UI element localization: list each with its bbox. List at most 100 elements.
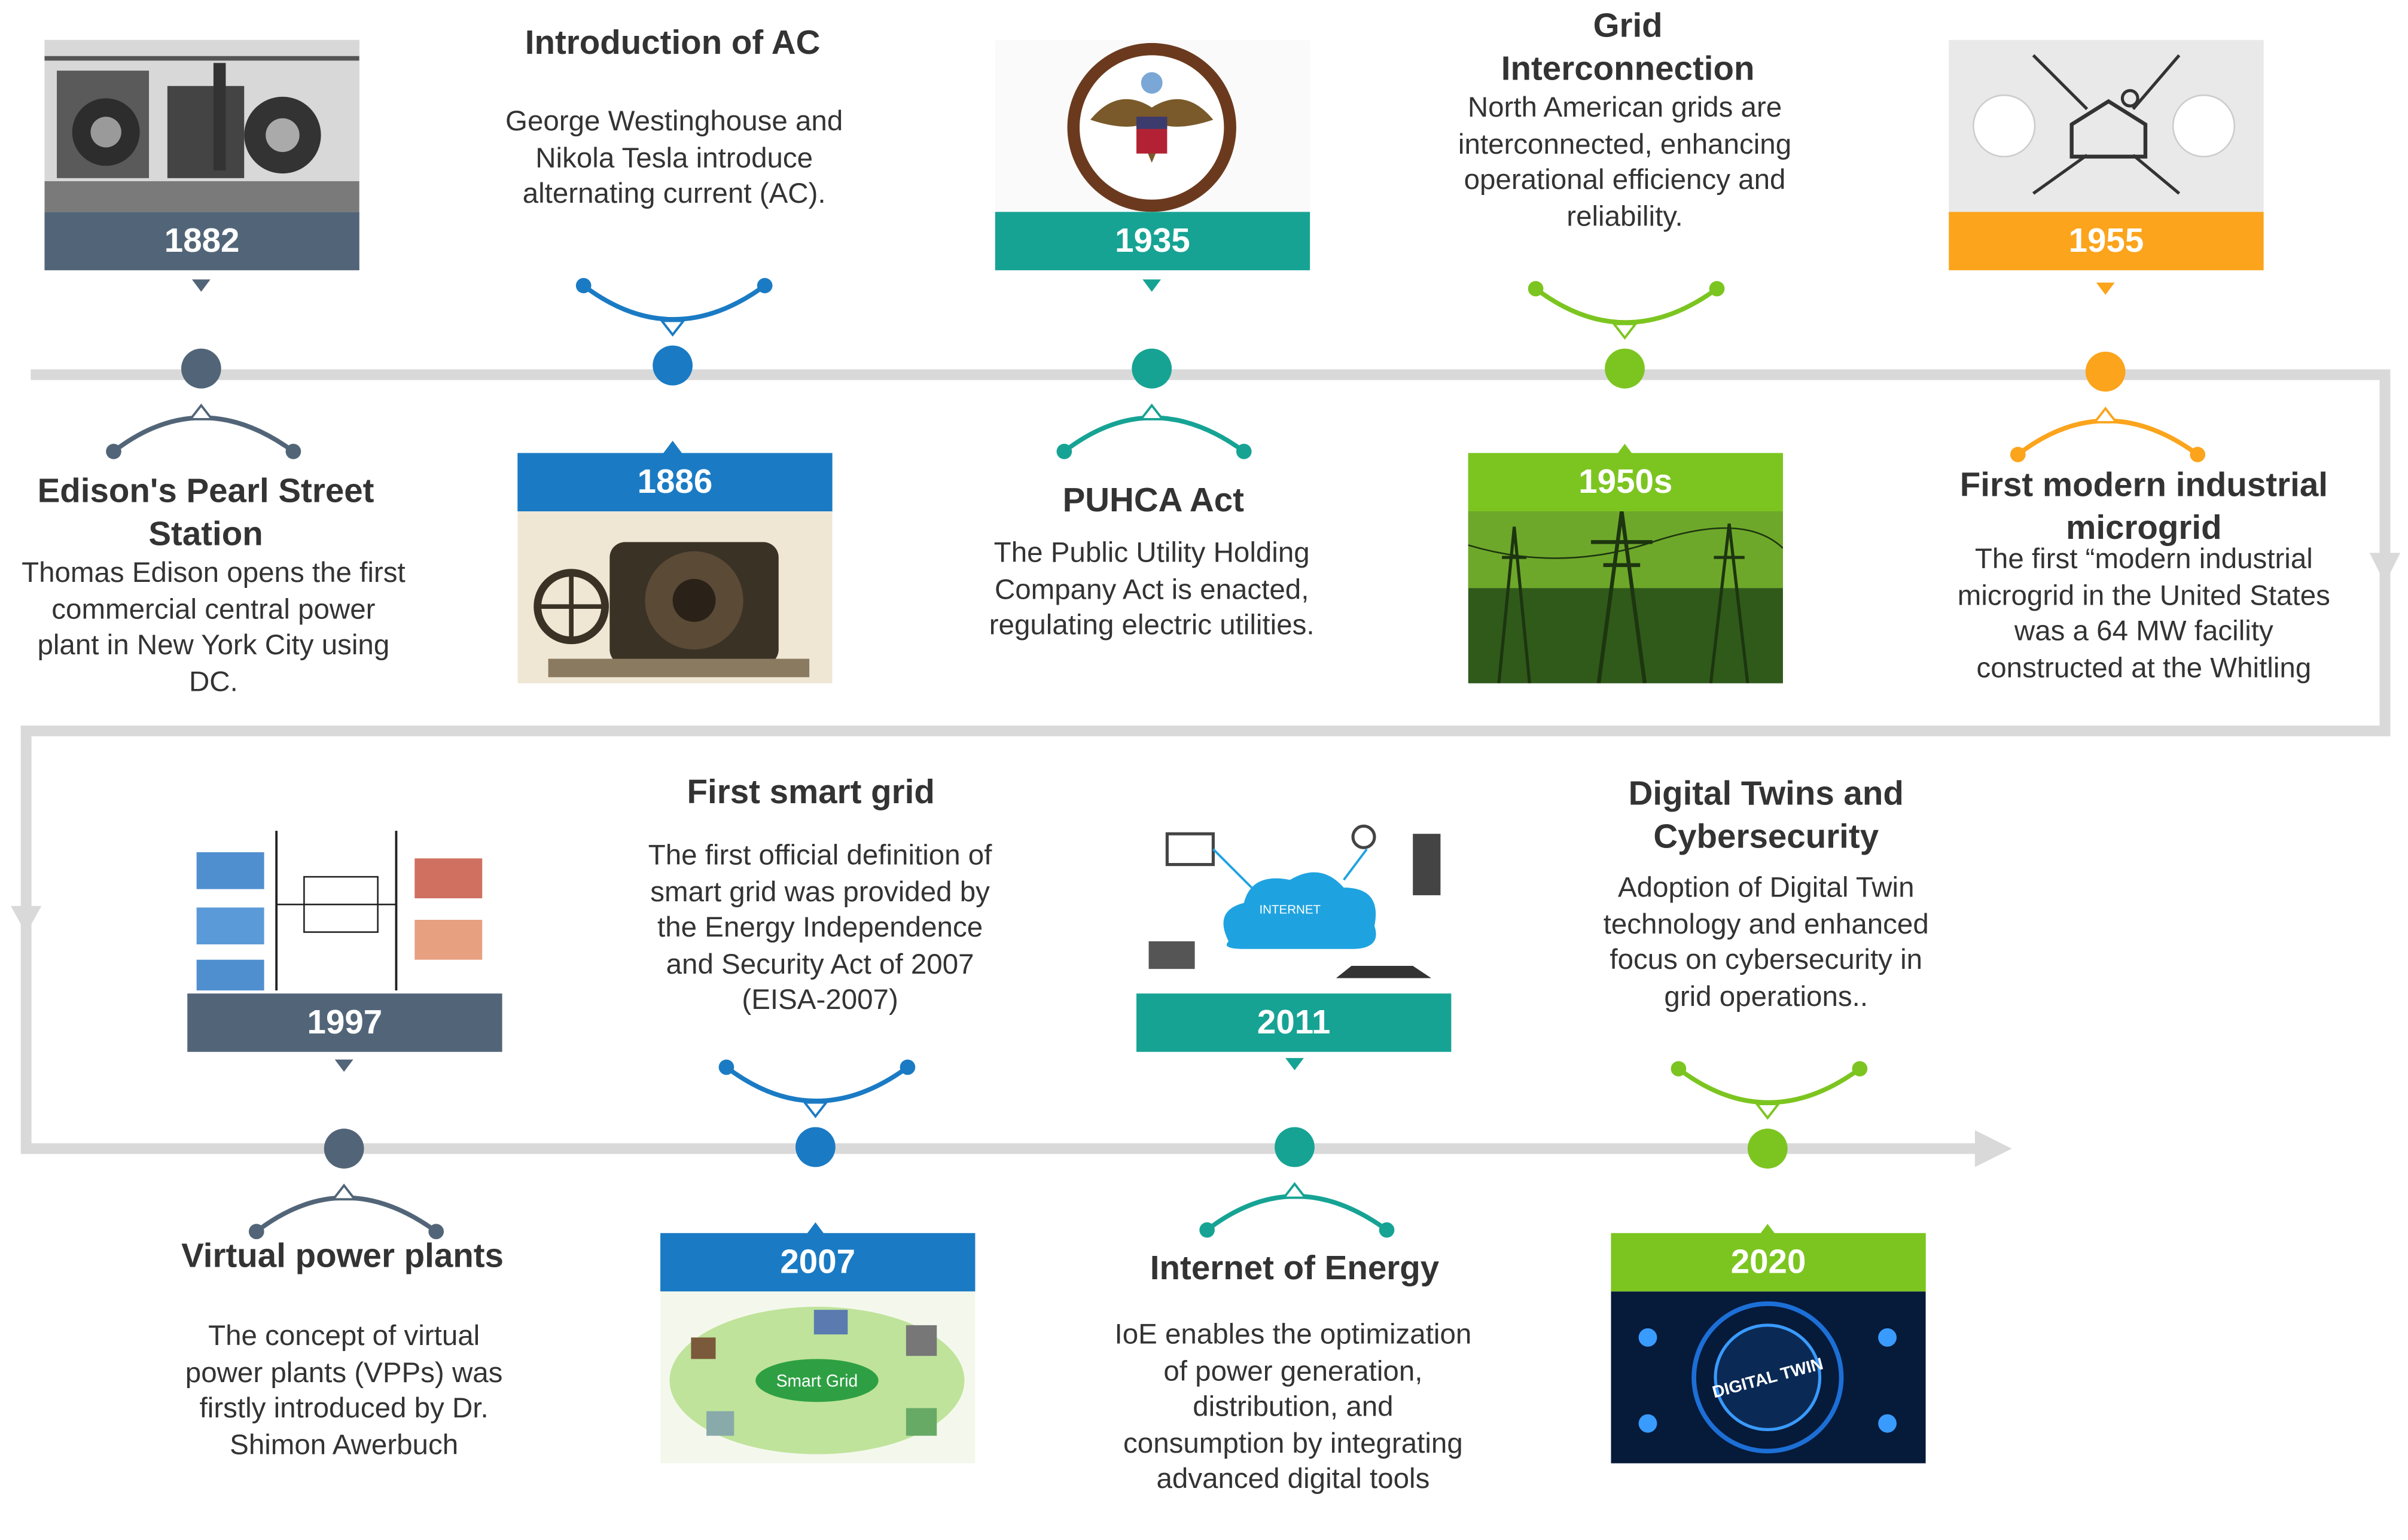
ac-generator-engraving-image (517, 511, 833, 684)
arc-notch (1611, 322, 1638, 340)
us-seal-image (995, 39, 1310, 212)
event-title: First smart grid (687, 772, 935, 811)
microgrid-icons-image (1949, 39, 2264, 212)
arc-notch (802, 1101, 829, 1118)
arc-notch (659, 319, 686, 337)
event-description: The concept of virtual power plants (VPP… (185, 1319, 503, 1460)
event-description: IoE enables the optimization of power ge… (1114, 1318, 1472, 1495)
event-description: North American grids are interconnected,… (1458, 90, 1792, 231)
vpp-diagram-image (187, 818, 502, 994)
card-2020: 2020 DIGITAL TWIN (1611, 1233, 1926, 1463)
card-1882: 1882 (44, 39, 359, 270)
timeline-dot (653, 345, 693, 386)
track-arrow-down-left (10, 905, 42, 934)
track-arrow-end (1974, 1130, 2012, 1167)
card-pointer (1285, 1058, 1304, 1071)
event-title: Grid Interconnection (1501, 6, 1755, 88)
card-pointer (334, 1059, 353, 1072)
event-title: Introduction of AC (525, 23, 821, 62)
connector-arc (255, 1196, 438, 1234)
timeline-dot (181, 348, 221, 389)
arc-endpoint (718, 1059, 734, 1075)
card-1950s: 1950s (1468, 453, 1783, 684)
arc-endpoint (900, 1059, 916, 1075)
card-1955: 1955 (1949, 39, 2264, 270)
card-pointer (1616, 444, 1634, 456)
connector-arc (1534, 286, 1718, 325)
card-pointer (2096, 282, 2115, 295)
year-badge: 2007 (660, 1233, 976, 1292)
connector-arc (582, 283, 766, 322)
timeline-dot (1747, 1129, 1788, 1169)
arc-notch (1281, 1182, 1308, 1199)
timeline-dot (324, 1129, 364, 1169)
card-1935: 1935 (995, 39, 1310, 270)
arc-endpoint (1379, 1222, 1395, 1238)
track-arrow-down-right (2369, 553, 2401, 584)
event-title: First modern industrial microgrid (1959, 465, 2328, 547)
timeline-dot (1132, 348, 1172, 389)
event-description: The Public Utility Holding Company Act i… (989, 536, 1315, 641)
event-description: Thomas Edison opens the first commercial… (22, 556, 406, 697)
smart-grid-label: Smart Grid (776, 1371, 858, 1390)
event-title: Virtual power plants (181, 1236, 504, 1275)
card-pointer (1142, 279, 1162, 292)
arc-notch (188, 403, 215, 420)
year-badge: 1882 (44, 212, 359, 270)
arc-endpoint (1199, 1222, 1215, 1238)
year-badge: 2011 (1136, 993, 1452, 1052)
timeline-dot (2085, 351, 2126, 392)
arc-endpoint (1709, 280, 1725, 297)
connector-arc (1062, 415, 1246, 453)
connector-arc (1677, 1066, 1861, 1105)
arc-endpoint (1236, 444, 1252, 459)
internet-of-energy-image: INTERNET (1136, 818, 1452, 994)
card-1997: 1997 (187, 818, 502, 1052)
arc-endpoint (1852, 1061, 1868, 1077)
card-pointer (191, 279, 211, 292)
smart-grid-image: Smart Grid (660, 1291, 976, 1463)
digital-twin-image: DIGITAL TWIN (1611, 1291, 1926, 1463)
card-pointer (806, 1222, 825, 1235)
card-2007: 2007 Smart Grid (660, 1233, 976, 1463)
arc-endpoint (1528, 280, 1544, 297)
year-badge: 2020 (1611, 1233, 1926, 1292)
year-badge: 1955 (1949, 212, 2264, 270)
event-title: Internet of Energy (1150, 1248, 1440, 1287)
arc-endpoint (1056, 444, 1072, 459)
factory-engraving-image (44, 39, 359, 212)
event-description: Adoption of Digital Twin technology and … (1603, 870, 1929, 1011)
internet-label: INTERNET (1259, 903, 1321, 917)
arc-endpoint (285, 444, 301, 459)
arc-endpoint (428, 1224, 444, 1240)
arc-notch (1754, 1103, 1781, 1120)
transmission-towers-image (1468, 511, 1783, 684)
timeline-dot (1605, 348, 1645, 389)
year-badge: 1935 (995, 212, 1310, 270)
timeline-dot (1275, 1127, 1315, 1167)
year-badge: 1950s (1468, 453, 1783, 512)
arc-notch (2092, 406, 2119, 424)
card-pointer (663, 440, 682, 453)
arc-notch (1138, 403, 1165, 420)
event-title: Edison's Pearl Street Station (37, 471, 374, 553)
event-title: Digital Twins and Cybersecurity (1628, 774, 1904, 856)
connector-arc (112, 415, 295, 453)
arc-notch (331, 1184, 358, 1201)
connector-arc (1205, 1194, 1388, 1232)
card-2011: INTERNET 2011 (1136, 818, 1452, 1052)
arc-endpoint (1671, 1061, 1687, 1077)
arc-endpoint (575, 277, 592, 294)
event-description: George Westinghouse and Nikola Tesla int… (505, 104, 843, 209)
event-description: The first “modern industrial microgrid i… (1957, 542, 2330, 683)
year-badge: 1886 (517, 453, 833, 512)
arc-endpoint (2190, 447, 2206, 462)
arc-endpoint (248, 1224, 264, 1240)
arc-endpoint (757, 277, 773, 294)
connector-arc (2016, 418, 2199, 457)
event-title: PUHCA Act (1062, 480, 1244, 519)
event-description: The first official definition of smart g… (648, 838, 992, 1016)
card-1886: 1886 (517, 453, 833, 684)
